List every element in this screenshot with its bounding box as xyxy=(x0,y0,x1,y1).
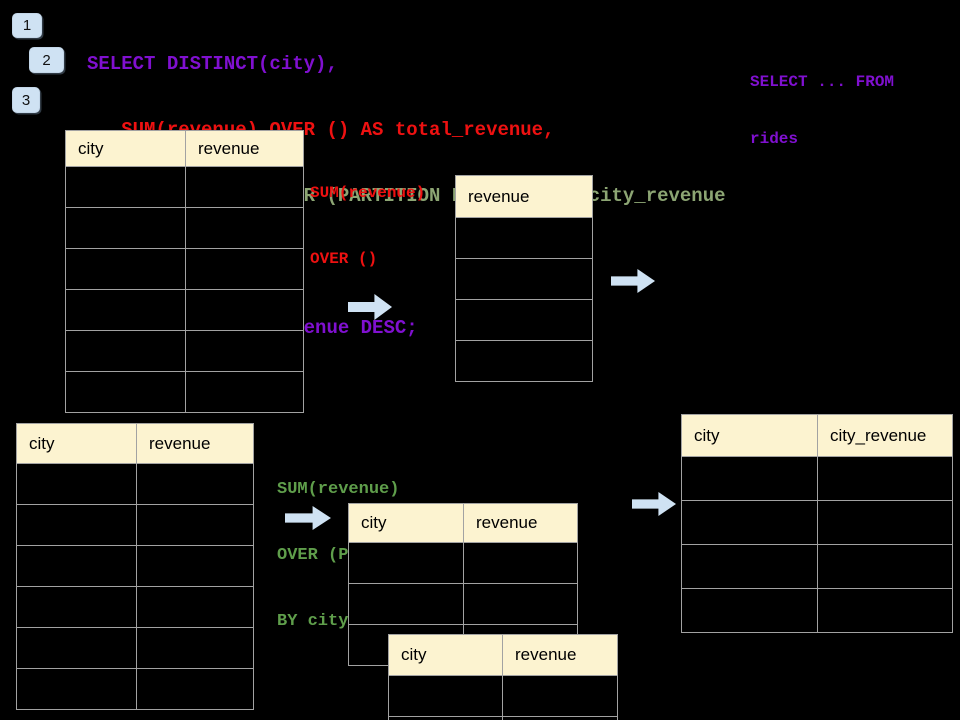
table-row xyxy=(16,668,254,710)
column-header-city: city xyxy=(348,503,464,543)
column-header-revenue: revenue xyxy=(463,503,578,543)
table-row xyxy=(681,588,953,633)
table-row xyxy=(681,544,953,589)
table-revenue-window: revenue xyxy=(455,175,593,382)
table-row xyxy=(16,627,254,669)
table-partition-window-front: city revenue xyxy=(388,634,618,720)
table-row xyxy=(681,500,953,545)
table-row xyxy=(348,583,578,625)
table-row xyxy=(455,340,593,382)
table-row xyxy=(16,504,254,546)
column-header-city: city xyxy=(16,423,137,464)
column-header-revenue: revenue xyxy=(455,175,593,218)
column-header-revenue: revenue xyxy=(502,634,618,676)
table-row xyxy=(65,207,304,249)
annotation-line: SUM(revenue) xyxy=(310,184,426,202)
column-header-city: city xyxy=(388,634,503,676)
annotation-line: BY city) xyxy=(277,612,359,631)
table-row xyxy=(681,456,953,501)
table-row xyxy=(65,330,304,372)
table-row xyxy=(455,299,593,341)
annotation-line: OVER () xyxy=(310,250,378,268)
table-row xyxy=(65,166,304,208)
table-row xyxy=(388,675,618,717)
column-header-city-revenue: city_revenue xyxy=(817,414,953,457)
step-badge-3: 3 xyxy=(12,87,40,113)
column-header-revenue: revenue xyxy=(185,130,304,167)
arrow-right-icon xyxy=(285,506,331,530)
table-row xyxy=(455,217,593,259)
step-badge-1: 1 xyxy=(12,13,42,38)
table-row xyxy=(455,258,593,300)
table-rides-source-bottom: city revenue xyxy=(16,423,254,710)
total-revenue-annotation: SUM(revenue) OVER () xyxy=(310,138,425,314)
arrow-right-icon xyxy=(348,294,393,320)
snippet-line-1: SELECT ... FROM xyxy=(750,73,895,91)
column-header-city: city xyxy=(65,130,186,167)
table-rides-source-top: city revenue xyxy=(65,130,304,413)
table-row xyxy=(65,289,304,331)
step-badge-2: 2 xyxy=(29,47,64,73)
annotation-line: SUM(revenue) xyxy=(277,480,400,499)
table-row xyxy=(348,542,578,584)
snippet-line-2: rides xyxy=(750,130,799,148)
table-row xyxy=(388,716,618,720)
select-from-rides-snippet: SELECT ... FROM rides xyxy=(750,35,894,187)
column-header-revenue: revenue xyxy=(136,423,254,464)
table-row xyxy=(16,586,254,628)
table-row xyxy=(16,545,254,587)
column-header-city: city xyxy=(681,414,818,457)
table-row xyxy=(65,248,304,290)
table-row xyxy=(16,463,254,505)
sql-line-select: SELECT DISTINCT(city), xyxy=(87,53,338,75)
table-row xyxy=(65,371,304,413)
arrow-right-icon xyxy=(611,269,656,293)
arrow-right-icon xyxy=(632,492,677,516)
table-city-revenue-result: city city_revenue xyxy=(681,414,953,633)
